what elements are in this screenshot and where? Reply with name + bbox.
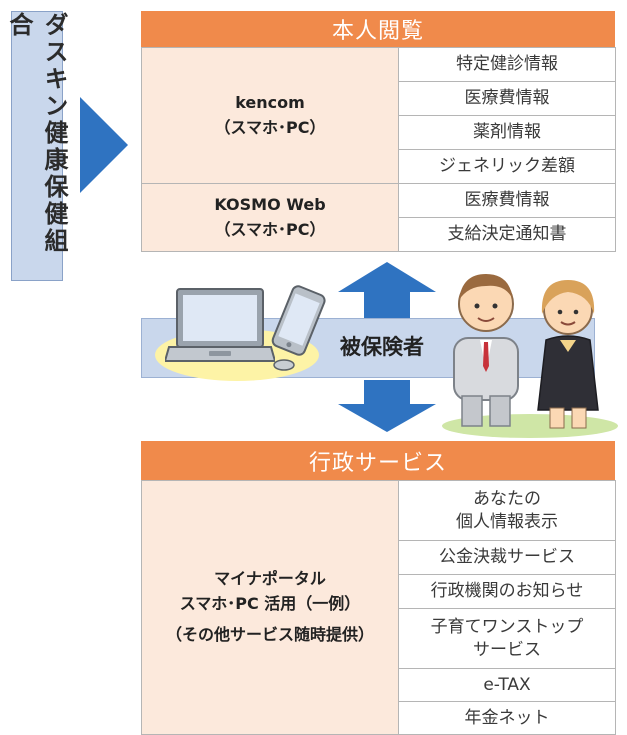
government-item: 年金ネット	[398, 701, 616, 735]
insured-label: 被保険者	[340, 335, 424, 359]
government-item-line: サービス	[473, 639, 541, 660]
kencom-item: ジェネリック差額	[398, 149, 616, 184]
government-item-line: 行政機関のお知らせ	[430, 581, 584, 602]
government-item: あなたの 個人情報表示	[398, 480, 616, 541]
smartphone-icon	[266, 283, 332, 373]
kencom-service-cell: kencom （スマホ･PC）	[141, 47, 399, 184]
government-item-line: 子育てワンストップ	[430, 616, 584, 637]
kosmo-service-cell: KOSMO Web （スマホ･PC）	[141, 183, 399, 252]
up-arrow-icon	[338, 262, 436, 318]
kencom-devices: （スマホ･PC）	[214, 117, 326, 137]
kencom-item: 薬剤情報	[398, 115, 616, 150]
government-services-header: 行政サービス	[141, 441, 615, 480]
government-item: 子育てワンストップ サービス	[398, 608, 616, 669]
government-services-table: マイナポータル スマホ･PC 活用（一例） （その他サービス随時提供） あなたの…	[141, 480, 616, 735]
right-arrow-icon	[80, 97, 128, 193]
government-item: e-TAX	[398, 668, 616, 702]
organization-label-box: ダスキン健康保健組合	[5, 11, 68, 281]
down-arrow-icon	[338, 380, 436, 432]
kencom-name: kencom	[235, 92, 305, 112]
kosmo-item: 支給決定通知書	[398, 217, 616, 252]
kencom-item: 医療費情報	[398, 81, 616, 116]
government-item: 公金決裁サービス	[398, 540, 616, 575]
kencom-item: 特定健診情報	[398, 47, 616, 82]
government-item-line: 公金決裁サービス	[439, 547, 575, 568]
organization-name: ダスキン健康保健組合	[5, 12, 68, 255]
mynaportal-line: （その他サービス随時提供）	[165, 624, 374, 644]
government-item-line: e-TAX	[483, 674, 531, 695]
government-item-line: 個人情報表示	[456, 511, 558, 532]
mynaportal-service-cell: マイナポータル スマホ･PC 活用（一例） （その他サービス随時提供）	[141, 480, 399, 735]
mynaportal-line: スマホ･PC 活用（一例）	[179, 594, 361, 614]
mynaportal-line: マイナポータル	[214, 569, 326, 589]
kosmo-devices: （スマホ･PC）	[214, 219, 326, 239]
government-item-line: 年金ネット	[464, 707, 550, 728]
insured-people-illustration	[440, 260, 620, 438]
personal-view-table: kencom （スマホ･PC） 特定健診情報 医療費情報 薬剤情報 ジェネリック…	[141, 47, 616, 252]
personal-view-header: 本人閲覧	[141, 11, 615, 47]
kosmo-name: KOSMO Web	[214, 194, 326, 214]
government-item-line: あなたの	[473, 488, 541, 509]
laptop-icon	[165, 283, 275, 381]
government-item: 行政機関のお知らせ	[398, 574, 616, 609]
kosmo-item: 医療費情報	[398, 183, 616, 218]
